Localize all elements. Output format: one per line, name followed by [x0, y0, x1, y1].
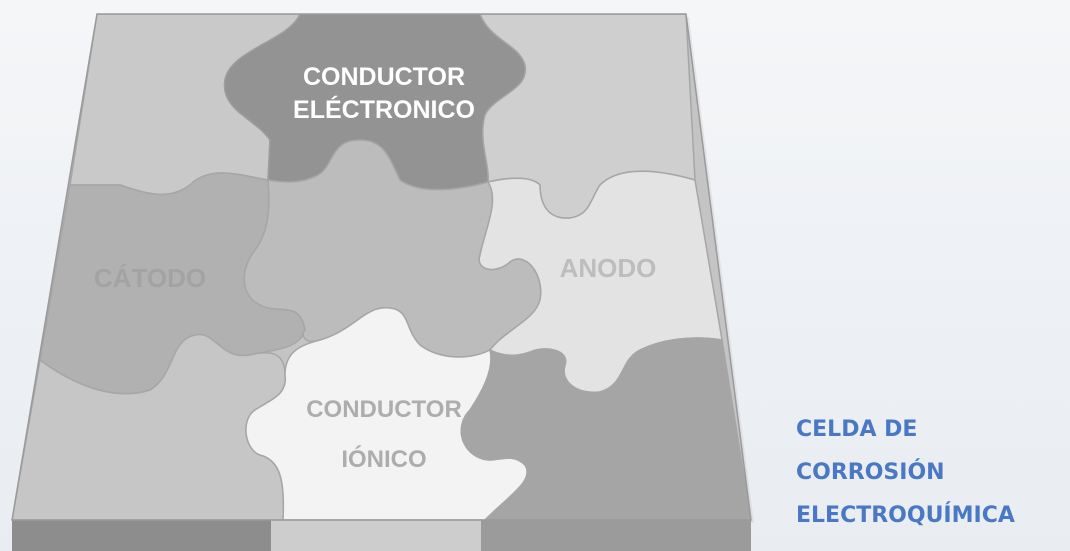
title-line-2: CORROSIÓN: [796, 460, 945, 485]
label-anodo: ANODO: [560, 253, 657, 283]
label-conductor-electronico-1: CONDUCTOR: [303, 63, 465, 91]
board-edge-left: [12, 520, 271, 551]
title-line-3: ELECTROQUÍMICA: [796, 503, 1015, 528]
board-edge-right: [481, 520, 751, 551]
label-catodo: CÁTODO: [94, 263, 206, 293]
label-conductor-ionico-2: IÓNICO: [341, 445, 426, 473]
label-conductor-electronico-2: ELÉCTRONICO: [293, 95, 475, 124]
piece-bottom-right: [460, 337, 751, 520]
board-outline: [11, 13, 752, 521]
board-edge-middle: [271, 520, 481, 551]
title-line-1: CELDA DE: [796, 417, 918, 442]
diagram-title: CELDA DE CORROSIÓN ELECTROQUÍMICA: [796, 408, 1066, 537]
label-conductor-ionico-1: CONDUCTOR: [306, 396, 462, 423]
